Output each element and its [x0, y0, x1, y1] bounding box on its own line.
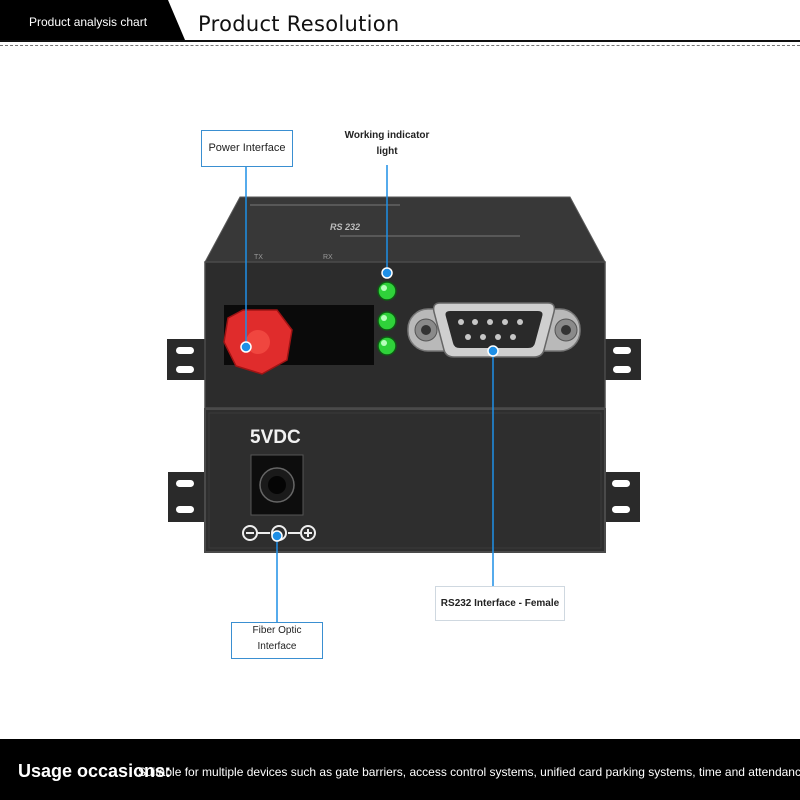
callout-rs232-interface-label: RS232 Interface - Female — [440, 598, 560, 609]
callout-fiber-optic-line1: Fiber Optic — [252, 625, 302, 636]
upper-mounting-ear-right — [604, 339, 641, 380]
header-rule — [0, 40, 800, 42]
callout-working-indicator-line1: Working indicator — [344, 130, 430, 141]
led-indicator-1 — [377, 281, 397, 301]
lower-mounting-ear-left — [168, 472, 207, 522]
callout-fiber-optic-line2: Interface — [257, 641, 297, 652]
upper-mounting-ear-left — [167, 339, 206, 380]
lower-mounting-ear-right — [604, 472, 640, 522]
dc-power-jack — [250, 454, 304, 516]
power-interface-leader — [240, 166, 252, 353]
header-tab — [0, 0, 185, 40]
led-indicator-3 — [377, 336, 397, 356]
port-label-rx: RX — [323, 254, 333, 261]
callout-rs232-interface: RS232 Interface - Female — [435, 586, 565, 621]
led-indicator-2 — [377, 311, 397, 331]
power-voltage-label: 5VDC — [250, 427, 301, 448]
usage-text: Suitable for multiple devices such as ga… — [138, 765, 800, 779]
callout-power-interface-label: Power Interface — [208, 142, 286, 154]
db9-connector — [407, 302, 581, 358]
device-model-label: RS 232 — [330, 222, 360, 232]
fiber-optic-leader — [271, 530, 283, 622]
working-indicator-leader — [381, 165, 393, 279]
callout-working-indicator-line2: light — [376, 146, 398, 157]
usage-title: Usage occasions: — [18, 761, 172, 781]
port-label-tx: TX — [254, 254, 263, 261]
callout-working-indicator: Working indicator light — [336, 128, 438, 164]
rs232-interface-leader — [487, 345, 499, 586]
polarity-icon — [242, 525, 316, 541]
callout-fiber-optic: Fiber Optic Interface — [231, 622, 323, 659]
header-dashed-rule — [0, 45, 800, 46]
usage-banner: Usage occasions: Suitable for multiple d… — [0, 739, 800, 800]
callout-power-interface: Power Interface — [201, 130, 293, 167]
page-title: Product Resolution — [198, 12, 400, 36]
upper-unit-top — [204, 196, 606, 263]
tab-label: Product analysis chart — [29, 15, 148, 29]
fiber-dust-cap — [223, 309, 293, 375]
